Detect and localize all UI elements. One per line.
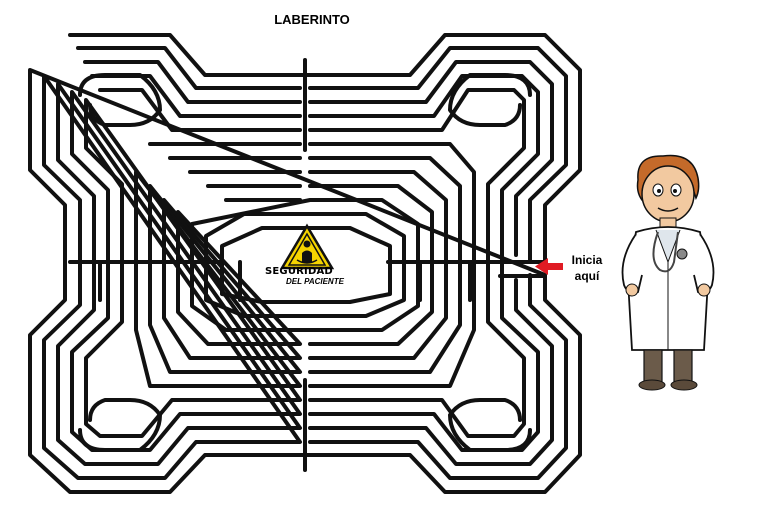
maze-title: LABERINTO bbox=[274, 12, 350, 27]
logo-subtitle: DEL PACIENTE bbox=[286, 277, 344, 286]
maze-walls bbox=[28, 33, 582, 494]
logo-title: SEGURIDAD bbox=[265, 266, 333, 277]
arrow-left-icon[interactable] bbox=[535, 258, 563, 275]
doctor-icon bbox=[621, 154, 715, 391]
start-label-line1: Inicia bbox=[571, 253, 603, 267]
start-label: Inicia aquí bbox=[562, 252, 612, 284]
start-label-line2: aquí bbox=[574, 269, 600, 283]
warning-person-icon bbox=[279, 223, 335, 270]
